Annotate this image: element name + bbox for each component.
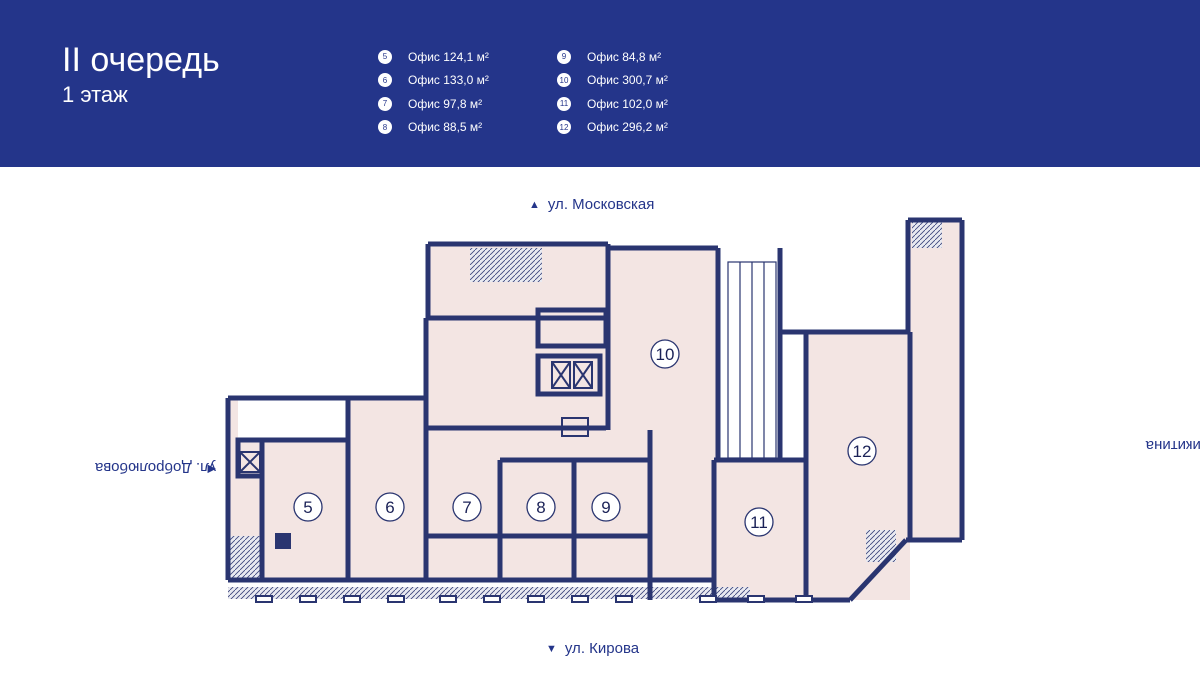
- room-badge-circle: [452, 492, 482, 522]
- elevator-boxes: [239, 361, 593, 549]
- room-badge-circle: [847, 436, 877, 466]
- room-badge-circle: [293, 492, 323, 522]
- room-number: 6: [385, 498, 394, 517]
- legend-badge: 11: [557, 96, 571, 111]
- room-badge-circle: [591, 492, 621, 522]
- room-badge-circle: [744, 507, 774, 537]
- legend-badge: 9: [557, 49, 571, 64]
- escalator: [727, 261, 777, 459]
- legend-badge: 8: [378, 120, 392, 135]
- street-name: ул. Кирова: [564, 640, 640, 657]
- legend-item: 6 Офис 133,0 м²: [378, 69, 489, 93]
- legend-badge: 12: [557, 120, 571, 135]
- legend-label: Офис 102,0 м²: [587, 96, 668, 111]
- room-badge-circle: [375, 492, 405, 522]
- room-number: 8: [536, 498, 545, 517]
- arrow-down-icon: ▼: [546, 642, 557, 655]
- arrow-up-icon: ▲: [529, 198, 540, 211]
- room-number: 9: [601, 498, 610, 517]
- legend-column-left: 5 Офис 124,1 м² 6 Офис 133,0 м² 7 Офис 9…: [378, 45, 489, 139]
- room-number: 5: [303, 498, 312, 517]
- legend-label: Офис 133,0 м²: [408, 73, 489, 88]
- legend-item: 11 Офис 102,0 м²: [557, 92, 668, 116]
- legend-badge: 7: [378, 96, 392, 111]
- legend-label: Офис 97,8 м²: [408, 96, 483, 111]
- legend-item: 7 Офис 97,8 м²: [378, 92, 489, 116]
- room-number: 10: [656, 345, 675, 364]
- legend-badge: 6: [378, 73, 392, 88]
- street-label-bottom: ▼ ул. Кирова: [546, 640, 639, 657]
- legend-item: 12 Офис 296,2 м²: [557, 116, 668, 140]
- room-badge-circle: [650, 339, 680, 369]
- windows: [255, 595, 813, 603]
- room-number: 7: [462, 498, 471, 517]
- street-name: ул. Московская: [547, 196, 655, 213]
- legend-label: Офис 300,7 м²: [587, 73, 668, 88]
- legend-item: 10 Офис 300,7 м²: [557, 69, 668, 93]
- room-badge-circle: [526, 492, 556, 522]
- legend-label: Офис 84,8 м²: [587, 49, 662, 64]
- legend-item: 8 Офис 88,5 м²: [378, 116, 489, 140]
- street-label-top: ▲ ул. Московская: [529, 196, 654, 213]
- room-number: 11: [750, 513, 768, 532]
- room-number: 12: [853, 442, 872, 461]
- legend-column-right: 9 Офис 84,8 м² 10 Офис 300,7 м² 11 Офис …: [557, 45, 668, 139]
- floor-subtitle: 1 этаж: [62, 82, 128, 107]
- legend-label: Офис 296,2 м²: [587, 120, 668, 135]
- legend-label: Офис 124,1 м²: [408, 49, 489, 64]
- header-banner: II очередь 1 этаж 5 Офис 124,1 м² 6 Офис…: [0, 0, 1200, 167]
- page-title: II очередь: [62, 41, 220, 79]
- walls: [225, 217, 965, 603]
- legend-badge: 10: [557, 73, 571, 88]
- legend-label: Офис 88,5 м²: [408, 120, 483, 135]
- legend-badge: 5: [378, 49, 392, 64]
- room-badges: 5 6 7 8 9 10 11 12: [293, 339, 877, 537]
- floor-areas: [228, 220, 962, 600]
- legend-item: 5 Офис 124,1 м²: [378, 45, 489, 69]
- legend-item: 9 Офис 84,8 м²: [557, 45, 668, 69]
